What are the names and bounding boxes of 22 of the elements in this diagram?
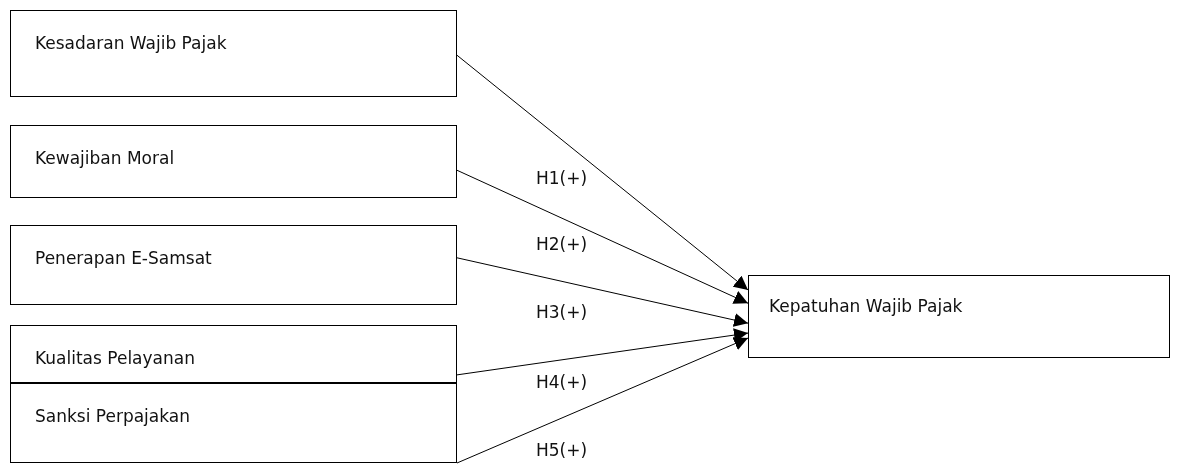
variable-box [10,10,457,97]
box-label: Kualitas Pelayanan [35,348,196,368]
edge-label: H4(+) [535,372,589,392]
box-label: Kesadaran Wajib Pajak [35,33,228,53]
box-label: Kewajiban Moral [35,148,176,168]
edge-label: H5(+) [535,440,589,460]
variable-box [748,275,1170,358]
variable-box [10,383,457,463]
arrow [456,169,749,304]
box-label: Penerapan E-Samsat [35,248,213,268]
box-label: Sanksi Perpajakan [35,406,191,426]
edge-label: H3(+) [535,302,589,322]
arrow [456,257,749,327]
arrow [456,328,749,376]
variable-box [10,325,457,383]
box-label: Kepatuhan Wajib Pajak [769,296,964,316]
edge-label: H2(+) [535,234,589,254]
arrow [456,54,749,291]
arrow [456,337,749,464]
edge-label: H1(+) [535,168,589,188]
variable-box [10,225,457,305]
variable-box [10,125,457,198]
